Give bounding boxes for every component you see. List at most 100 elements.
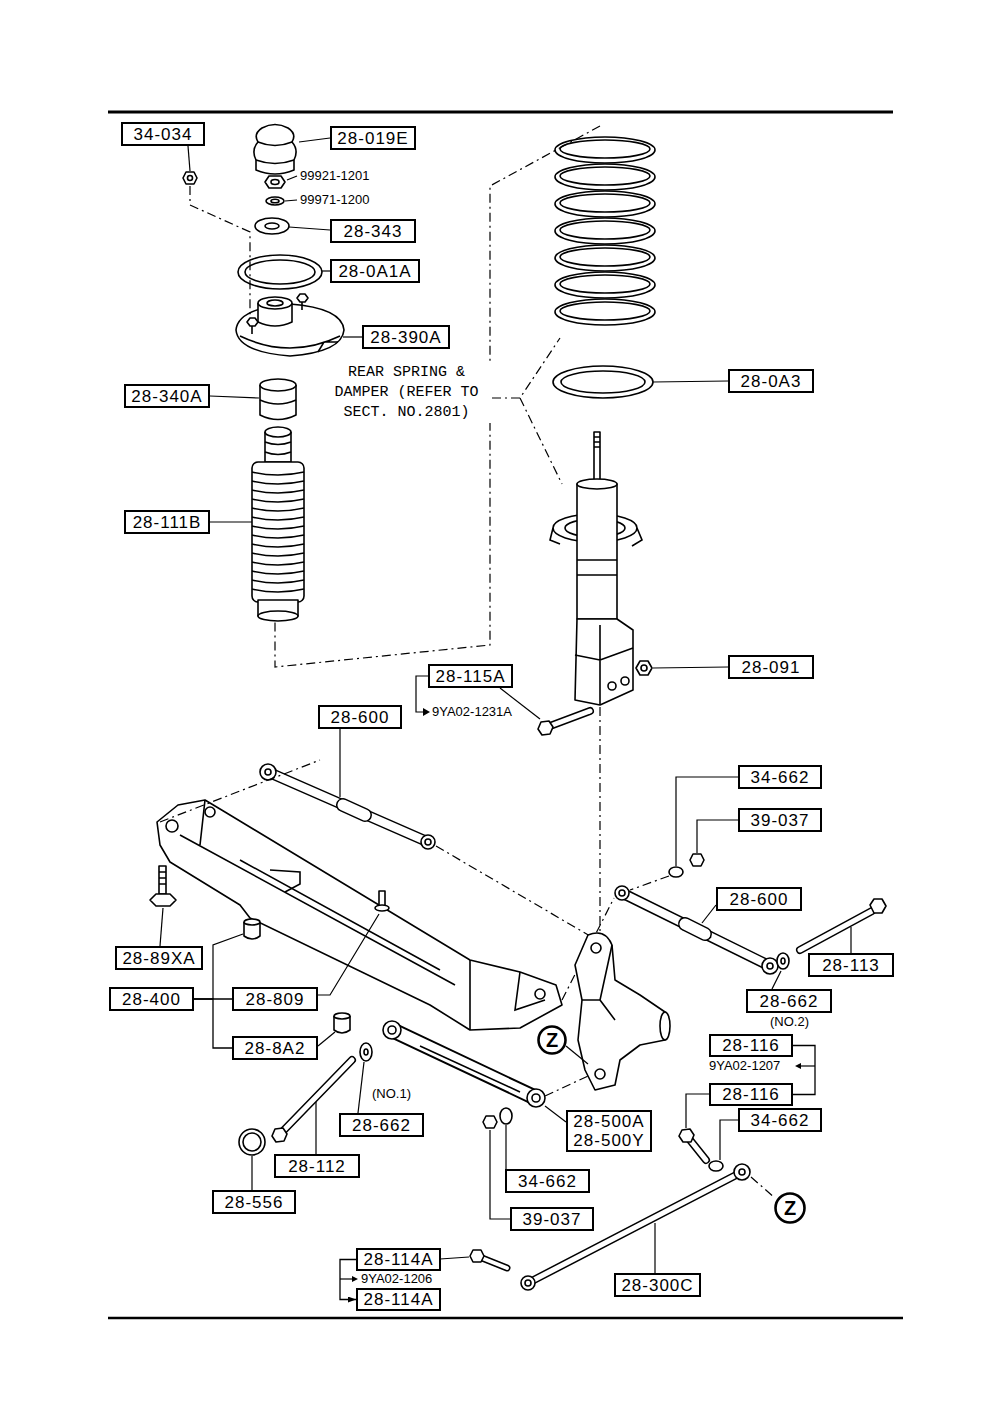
callout-box: 28-600	[318, 705, 402, 729]
part-number: 28-600	[331, 708, 390, 727]
lower-arm-parts	[500, 1108, 512, 1124]
callout-box: 28-115A	[428, 664, 513, 688]
crossmember	[166, 820, 178, 832]
lower-arm-parts	[720, 1120, 738, 1160]
top-leader-lines	[299, 138, 330, 142]
part-number: 28-0A1A	[338, 262, 411, 281]
lower-arm-parts	[795, 1063, 801, 1069]
strut-mount-parts	[255, 218, 289, 234]
lower-arm-parts	[545, 1076, 588, 1096]
lower-arm-parts	[527, 1089, 545, 1107]
callout-box: 28-0A1A	[330, 259, 420, 283]
callout-box: 28-662	[746, 989, 832, 1013]
lower-arm-parts	[690, 1140, 706, 1160]
lower-arm-parts	[383, 1021, 401, 1039]
damper-strut	[594, 437, 600, 447]
coil-spring	[560, 167, 650, 185]
crossmember	[270, 870, 300, 892]
part-number: 34-662	[751, 1111, 810, 1130]
view-circle: Z	[774, 1192, 806, 1224]
control-arms	[685, 924, 705, 934]
callout-box: 28-556	[212, 1190, 296, 1214]
coil-spring	[553, 137, 728, 398]
coil-spring	[553, 366, 653, 398]
view-circle: Z	[537, 1025, 567, 1055]
callout-box: 28-091	[728, 655, 814, 679]
part-number: 28-114A	[363, 1250, 433, 1269]
label-slot: (NO.1)	[370, 1086, 413, 1102]
strut-mount-parts	[236, 304, 344, 356]
lower-arm-parts	[239, 1129, 265, 1155]
lower-arm-parts	[709, 1161, 723, 1171]
lower-arm-parts	[521, 1276, 535, 1290]
lower-arm-parts	[364, 1049, 368, 1055]
callout-box: 28-809	[232, 987, 318, 1011]
callout-box: 28-114A	[356, 1248, 441, 1271]
lower-arm-parts	[483, 1116, 497, 1128]
coil-spring	[560, 221, 650, 239]
label-slot: (NO.2)	[768, 1014, 811, 1030]
callout-box: 28-112	[274, 1154, 360, 1178]
part-number: 28-500Y	[573, 1131, 644, 1150]
top-leader-lines	[287, 176, 297, 180]
control-arms	[343, 805, 365, 815]
control-arms	[690, 854, 704, 866]
coil-spring	[560, 275, 650, 293]
top-leader-lines	[343, 336, 362, 337]
lower-arm-parts	[525, 1280, 531, 1286]
callout-box: 39-037	[510, 1207, 594, 1231]
lower-arm-parts	[420, 1046, 520, 1092]
lower-arm-parts	[751, 1177, 775, 1198]
crossmember	[160, 908, 163, 946]
control-arms	[619, 890, 625, 896]
control-arms	[615, 886, 629, 900]
lower-arm-parts	[272, 1128, 287, 1142]
control-arms	[676, 777, 738, 866]
control-arms	[762, 958, 778, 974]
part-number: 28-111B	[133, 513, 202, 532]
control-arms	[630, 876, 669, 890]
callout-box: 28-116	[709, 1083, 793, 1106]
lower-arm-parts	[505, 1125, 506, 1169]
callout-box: 28-340A	[124, 384, 210, 408]
crossmember	[318, 914, 379, 995]
coil-spring	[561, 371, 645, 393]
lower-arm-parts	[360, 1043, 372, 1061]
part-number: Z	[784, 1199, 796, 1218]
lower-arm-parts	[654, 1223, 655, 1273]
callout-box: 28-113	[808, 953, 894, 977]
damper-strut	[608, 682, 616, 690]
control-arms	[268, 772, 428, 842]
coil-spring	[560, 302, 650, 320]
part-number: Z	[546, 1031, 558, 1050]
frame-rule	[108, 1317, 903, 1320]
lower-arm-parts	[392, 1030, 536, 1098]
label-slot: 99971-1200	[298, 192, 371, 208]
callout-box: 28-662	[339, 1113, 424, 1137]
strut-mount-parts	[252, 462, 304, 602]
lower-arm-parts	[440, 1257, 469, 1259]
label-slot: 9YA02-1231A	[430, 704, 514, 720]
callout-box: 28-019E	[330, 126, 416, 150]
part-number: 28-500A	[573, 1112, 644, 1131]
lower-arm-parts	[482, 1258, 507, 1268]
part-number: 28-112	[288, 1157, 346, 1176]
callout-box: 34-662	[738, 1108, 822, 1132]
coil-spring	[555, 299, 655, 325]
part-number: 28-390A	[370, 328, 441, 347]
part-code: 9YA02-1231A	[430, 704, 514, 720]
control-arms	[850, 927, 851, 953]
control-arms	[268, 772, 428, 842]
part-number: 39-037	[751, 811, 810, 830]
strut-mount-parts	[256, 142, 294, 164]
damper-strut	[641, 665, 647, 671]
crossmember	[535, 989, 545, 999]
part-number: 28-600	[730, 890, 789, 909]
frame-rule	[108, 112, 903, 1318]
crossmember	[157, 800, 562, 1030]
callout-box: 28-390A	[362, 325, 450, 349]
control-arms	[425, 839, 431, 845]
top-leader-lines	[210, 521, 252, 522]
part-number: 28-300C	[621, 1276, 693, 1295]
